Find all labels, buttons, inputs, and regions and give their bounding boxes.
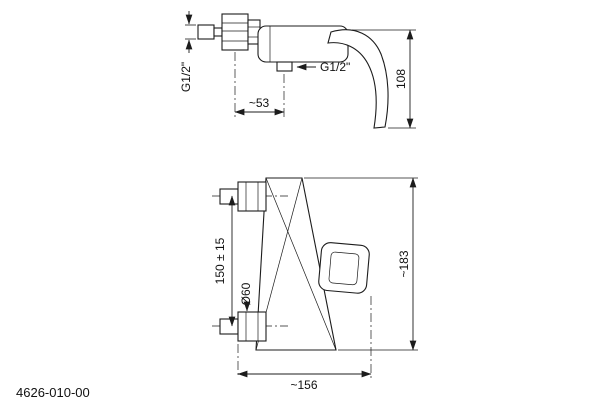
front-bottom-nut — [237, 311, 267, 342]
side-outlet — [276, 61, 293, 72]
dim-label-outlet-offset: ~53 — [249, 96, 270, 110]
dim-front-overall-width: ~156 — [237, 296, 372, 392]
dim-side-handle-height: 108 — [352, 29, 416, 129]
front-bottom-thread — [219, 318, 239, 335]
dim-front-overall-height: ~183 — [304, 177, 418, 351]
side-wall-nut — [221, 13, 249, 51]
side-handle-lever — [327, 29, 389, 129]
knob-inner — [328, 251, 360, 286]
dim-label-inlet-thread: G1/2" — [179, 62, 193, 92]
dim-label-outlet-thread: G1/2" — [320, 60, 350, 74]
dim-side-inlet-thread: G1/2" — [179, 11, 196, 92]
front-handle-knob — [318, 242, 370, 294]
dim-front-connection-spacing: 150 ± 15 — [213, 195, 236, 327]
part-number: 4626-010-00 — [16, 385, 90, 400]
dim-label-connection-spacing: 150 ± 15 — [213, 237, 227, 284]
side-inlet-stem — [213, 27, 223, 37]
dim-label-overall-height: ~183 — [397, 250, 411, 277]
dim-label-handle-height: 108 — [394, 69, 408, 89]
side-view — [197, 13, 389, 129]
front-body-diagonal — [265, 177, 337, 351]
dim-front-rosette-diameter: Ø60 — [239, 282, 253, 312]
dim-label-rosette-diameter: Ø60 — [239, 282, 253, 305]
dim-label-overall-width: ~156 — [290, 378, 317, 392]
label-side-outlet-thread: G1/2" — [296, 60, 350, 74]
front-top-nut — [237, 181, 267, 212]
front-view — [212, 177, 370, 351]
dim-side-outlet-offset: ~53 — [234, 52, 285, 118]
side-inlet-thread — [197, 24, 215, 40]
knob-outer — [318, 242, 370, 294]
front-top-thread — [219, 188, 239, 205]
